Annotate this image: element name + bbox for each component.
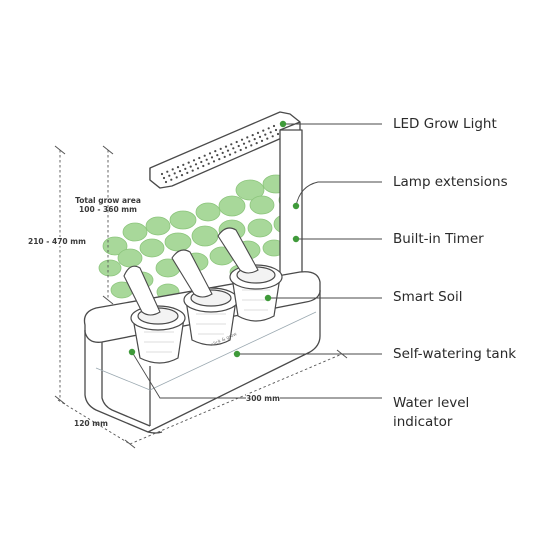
- led-dot: [189, 165, 192, 168]
- dim-depth: 120 mm: [74, 419, 108, 428]
- led-dot: [262, 129, 265, 132]
- led-dot: [166, 170, 169, 173]
- led-dot: [276, 132, 280, 136]
- led-dot: [170, 178, 173, 181]
- label-lamp-extensions: Lamp extensions: [393, 174, 508, 190]
- label-water-level-line2: indicator: [393, 414, 453, 430]
- led-dot: [184, 167, 187, 170]
- led-dot: [218, 158, 221, 161]
- led-dot: [164, 180, 168, 184]
- led-dot: [207, 162, 210, 165]
- led-dot: [244, 146, 248, 149]
- led-dot: [191, 169, 194, 172]
- led-dot: [160, 172, 164, 176]
- dim-grow-area-value: 100 - 360 mm: [79, 205, 137, 214]
- led-dot: [200, 160, 203, 164]
- led-dot: [239, 148, 242, 152]
- led-dot: [253, 138, 256, 141]
- led-dot: [180, 174, 184, 177]
- dimension-ticks: [54, 145, 348, 449]
- led-dot: [232, 147, 235, 150]
- dim-grow-area: Total grow area 100 - 360 mm: [66, 196, 150, 214]
- led-dot: [186, 171, 189, 174]
- led-dot: [187, 161, 190, 164]
- led-dot: [267, 127, 270, 130]
- callout-leaders: [131, 123, 382, 399]
- led-dot: [266, 137, 269, 140]
- led-dot: [182, 163, 185, 166]
- led-dot: [202, 164, 205, 168]
- label-water-level-line1: Water level: [393, 395, 470, 411]
- led-dot: [210, 156, 214, 159]
- led-dot: [237, 144, 240, 148]
- led-dot: [168, 174, 171, 177]
- led-dot: [248, 140, 251, 143]
- led-dot: [173, 172, 176, 175]
- led-dot: [208, 152, 212, 155]
- led-dot: [235, 140, 238, 144]
- led-dot: [205, 158, 208, 161]
- led-dot: [264, 133, 267, 136]
- dimension-lines: [57, 150, 343, 445]
- led-dot: [221, 151, 224, 154]
- led-dot: [269, 131, 272, 134]
- led-dot: [251, 134, 254, 137]
- led-dot: [178, 170, 182, 173]
- led-dot: [176, 166, 180, 169]
- led-dot: [203, 154, 206, 157]
- led-array: [160, 124, 280, 184]
- led-dot: [250, 144, 253, 147]
- led-dot: [271, 135, 274, 138]
- led-dot: [171, 168, 174, 171]
- led-dot: [256, 131, 260, 134]
- led-dot: [175, 176, 178, 179]
- led-dot: [246, 136, 249, 139]
- dim-grow-area-label: Total grow area: [75, 196, 141, 205]
- led-dot: [240, 138, 244, 141]
- pod-domes: [123, 227, 259, 316]
- dim-width: 300 mm: [246, 394, 280, 403]
- led-dot: [162, 176, 166, 180]
- label-self-watering-tank: Self-watering tank: [393, 346, 517, 362]
- led-dot: [196, 167, 200, 170]
- led-dot: [272, 124, 276, 128]
- led-dot: [258, 135, 262, 138]
- led-dot: [255, 142, 258, 145]
- dim-height: 210 - 470 mm: [28, 237, 86, 246]
- label-smart-soil: Smart Soil: [393, 289, 463, 305]
- led-dot: [212, 160, 216, 163]
- led-dot: [260, 139, 264, 142]
- led-dot: [192, 159, 196, 162]
- led-dot: [223, 155, 226, 158]
- led-dot: [219, 147, 222, 150]
- led-dot: [224, 145, 228, 148]
- led-dot: [234, 151, 237, 154]
- led-dot: [242, 142, 246, 145]
- led-dot: [216, 154, 219, 157]
- led-dot: [198, 156, 201, 160]
- led-dot: [274, 128, 278, 132]
- label-water-level-indicator: Water level indicator: [393, 394, 469, 432]
- led-dot: [194, 163, 198, 166]
- pod-mesh: [144, 289, 270, 353]
- label-led-grow-light: LED Grow Light: [393, 116, 497, 132]
- callout-dots: [128, 120, 300, 358]
- led-dot: [226, 149, 230, 152]
- led-dot: [230, 143, 233, 146]
- label-built-in-timer: Built-in Timer: [393, 231, 484, 247]
- led-dot: [214, 150, 217, 153]
- led-dot: [228, 153, 232, 156]
